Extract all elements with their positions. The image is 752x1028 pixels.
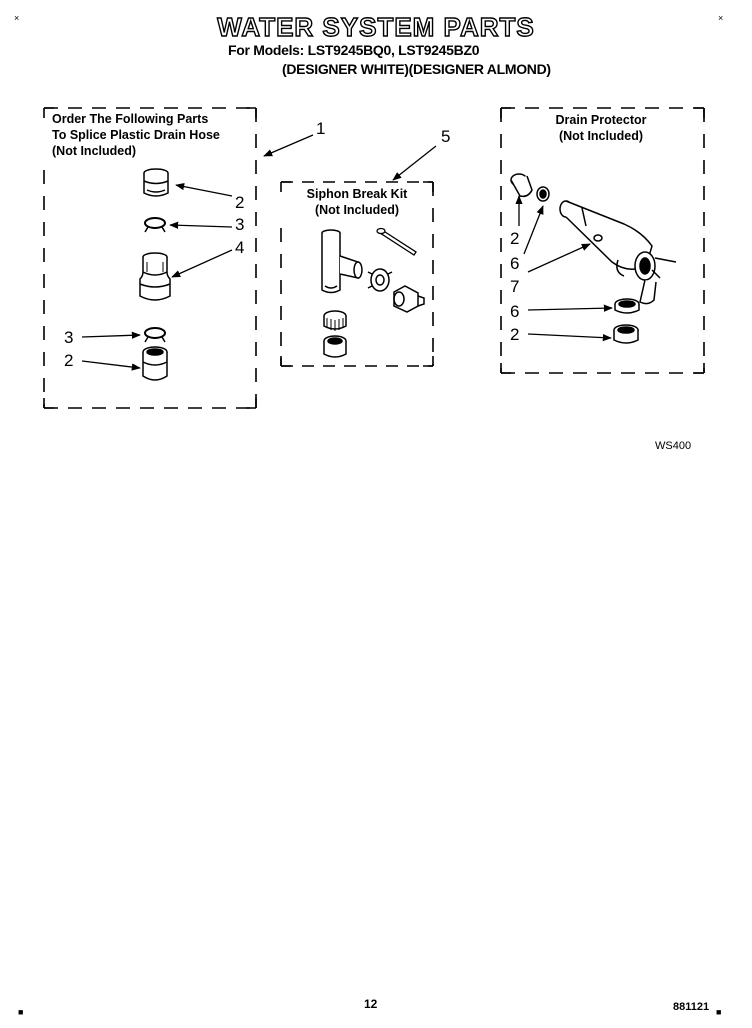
page-number: 12: [364, 997, 378, 1011]
colors-line: (DESIGNER WHITE)(DESIGNER ALMOND): [282, 61, 551, 77]
siphon-grommet: [323, 310, 347, 331]
siphon-tube-tie: [376, 227, 417, 256]
corner-mark-top-right: ×: [718, 13, 724, 23]
siphon-cap: [323, 335, 347, 358]
splice-parts-box: [43, 107, 257, 409]
hose-adapter-top: [143, 168, 169, 197]
callout-6-drain-bottom: 6: [510, 302, 520, 321]
diagram-code: WS400: [655, 440, 692, 452]
drain-protector-body: [559, 200, 677, 305]
models-line: For Models: LST9245BQ0, LST9245BZ0: [228, 42, 480, 58]
callout-6-drain-top: 6: [510, 254, 520, 273]
callout-7: 7: [510, 277, 520, 296]
clamp-ring-top: [144, 217, 166, 233]
callout-2-drain-top: 2: [510, 229, 520, 248]
callout-3-splice-bottom: 3: [64, 328, 74, 347]
callout-4: 4: [235, 238, 245, 257]
drain-cap-top: [510, 173, 533, 198]
corner-mark-bottom-right: ■: [716, 1007, 722, 1017]
splice-box-label: Order The Following Parts To Splice Plas…: [52, 112, 220, 158]
drain-cap-bottom: [613, 324, 639, 344]
corner-mark-bottom-left: ■: [18, 1007, 24, 1017]
corner-mark-top-left: ×: [14, 13, 20, 23]
drain-leader-lines: [515, 195, 613, 342]
drain-ring-bottom: [614, 298, 640, 314]
drain-box-label: Drain Protector (Not Included): [555, 113, 647, 143]
page-title: WATER SYSTEM PARTS: [217, 12, 535, 42]
siphon-fitting: [393, 285, 425, 313]
siphon-box-label: Siphon Break Kit (Not Included): [306, 187, 408, 217]
callout-3-splice-top: 3: [235, 215, 245, 234]
drain-ring-top: [536, 186, 550, 202]
drain-protector-box: [500, 107, 705, 374]
splice-leader-lines: [81, 134, 437, 371]
siphon-nut: [367, 268, 393, 292]
document-number: 881121: [673, 1001, 710, 1013]
callout-1: 1: [316, 119, 326, 138]
callout-2-splice-bottom: 2: [64, 351, 74, 370]
callout-5: 5: [441, 127, 451, 146]
callout-2-drain-bottom: 2: [510, 325, 520, 344]
siphon-kit-box: [280, 181, 434, 367]
callout-2-splice-top: 2: [235, 193, 245, 212]
clamp-ring-bottom: [144, 327, 166, 343]
hose-adapter-bottom: [142, 346, 168, 381]
hose-connector: [139, 252, 171, 301]
siphon-tee: [321, 229, 363, 294]
